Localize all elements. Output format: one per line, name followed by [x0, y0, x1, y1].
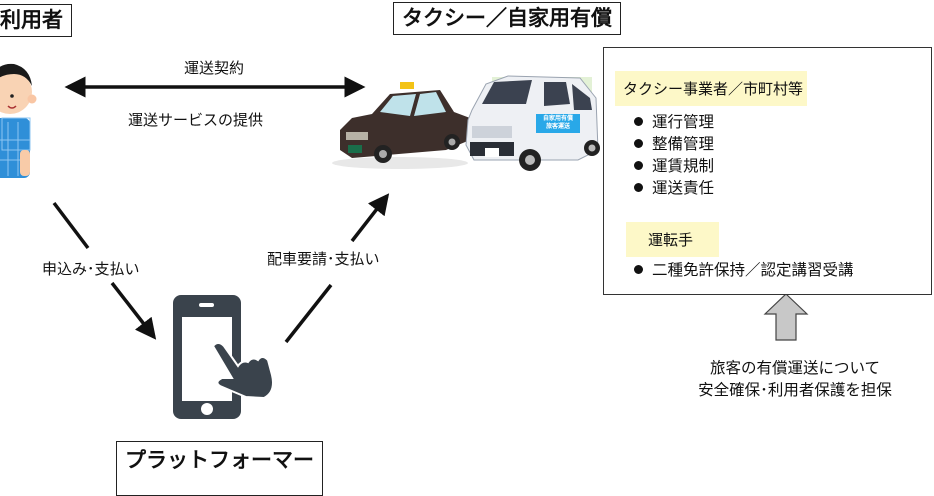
- duty-text: 二種免許保持／認定講習受講: [652, 261, 854, 279]
- driver-heading-text: 運転手: [648, 231, 694, 249]
- bullet-icon: [634, 117, 643, 126]
- note-line-2: 安全確保･利用者保護を担保: [698, 381, 892, 399]
- bullet-icon: [634, 265, 643, 274]
- operator-heading: タクシー事業者／市町村等: [615, 71, 808, 106]
- dispatch-arrow-lower: [284, 283, 333, 344]
- platform-title-box: プラットフォーマー: [116, 441, 323, 496]
- van-sign-line1: 自家用有償: [542, 115, 573, 122]
- duty-text: 運賃規制: [652, 157, 715, 175]
- list-item: 運賃規制: [604, 155, 714, 177]
- bullet-icon: [634, 183, 643, 192]
- dispatch-pay-label: 配車要請･支払い: [267, 250, 380, 268]
- operator-heading-text: タクシー事業者／市町村等: [623, 80, 804, 98]
- list-item: 整備管理: [604, 133, 714, 155]
- dispatch-arrow-upper: [350, 193, 390, 243]
- taxi-car-icon: [332, 82, 470, 169]
- driver-heading: 運転手: [626, 222, 720, 257]
- user-title-box: 利用者: [0, 4, 72, 37]
- van-sign: 自家用有償 旅客運送: [536, 115, 580, 131]
- platform-title: プラットフォーマー: [125, 448, 314, 472]
- responsibility-box: タクシー事業者／市町村等 運行管理 整備管理 運賃規制 運送責任 運転手 二種免…: [603, 47, 932, 295]
- duty-text: 運送責任: [652, 179, 715, 197]
- operator-title-box: タクシー／自家用有償: [393, 2, 621, 35]
- bullet-icon: [634, 161, 643, 170]
- apply-arrow-lower: [110, 281, 157, 340]
- operator-title: タクシー／自家用有償: [402, 6, 612, 30]
- duty-text: 運行管理: [652, 113, 715, 131]
- van-icon: [465, 75, 600, 171]
- service-label: 運送サービスの提供: [128, 109, 264, 130]
- contract-label: 運送契約: [184, 59, 245, 77]
- driver-duties-list: 二種免許保持／認定講習受講: [604, 259, 854, 281]
- safety-note: 旅客の有償運送について 安全確保･利用者保護を担保: [660, 357, 930, 401]
- diagram-graphics: [0, 63, 809, 419]
- up-arrow-icon: [763, 293, 809, 341]
- pointing-hand-icon: [211, 342, 274, 400]
- list-item: 運送責任: [604, 177, 714, 199]
- list-item: 運行管理: [604, 111, 714, 133]
- duty-text: 整備管理: [652, 135, 715, 153]
- user-title: 利用者: [0, 8, 63, 32]
- bullet-icon: [634, 139, 643, 148]
- note-line-1: 旅客の有償運送について: [709, 359, 881, 377]
- list-item: 二種免許保持／認定講習受講: [604, 259, 854, 281]
- user-person-icon: [0, 63, 37, 178]
- apply-pay-label: 申込み･支払い: [42, 260, 140, 278]
- apply-arrow-upper: [52, 201, 90, 250]
- van-sign-line2: 旅客運送: [545, 123, 570, 130]
- operator-duties-list: 運行管理 整備管理 運賃規制 運送責任: [604, 111, 714, 199]
